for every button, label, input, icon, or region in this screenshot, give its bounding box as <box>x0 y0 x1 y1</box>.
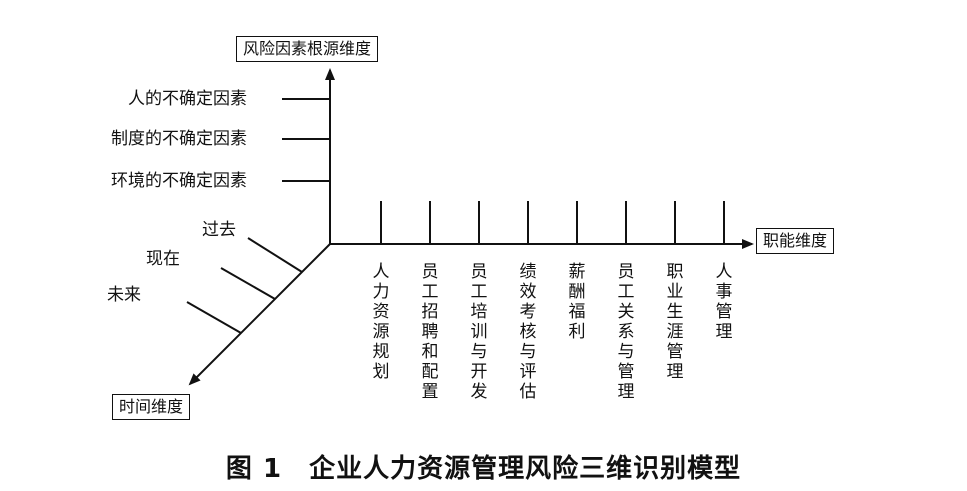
time-axis-label: 时间维度 <box>112 394 191 420</box>
time-tick-1 <box>247 237 303 273</box>
risk-root-axis-label: 风险因素根源维度 <box>236 36 379 62</box>
function-label-8: 人事管理 <box>715 262 733 342</box>
time-point-1: 过去 <box>202 220 236 240</box>
risk-factor-1: 人的不确定因素 <box>128 89 247 109</box>
time-axis <box>188 243 331 386</box>
time-point-2: 现在 <box>146 249 180 269</box>
function-label-6: 员工关系与管理 <box>617 262 635 402</box>
risk-factor-3: 环境的不确定因素 <box>111 171 247 191</box>
time-tick-3 <box>186 301 242 334</box>
function-label-1: 人力资源规划 <box>372 262 390 382</box>
figure-caption: 图 1 企业人力资源管理风险三维识别模型 <box>225 454 742 484</box>
function-label-2: 员工招聘和配置 <box>421 262 439 402</box>
time-point-3: 未来 <box>107 285 141 305</box>
risk-factor-2: 制度的不确定因素 <box>111 129 247 149</box>
function-label-3: 员工培训与开发 <box>470 262 488 402</box>
time-tick-2 <box>220 267 276 300</box>
function-label-7: 职业生涯管理 <box>666 262 684 382</box>
function-label-5: 薪酬福利 <box>568 262 586 342</box>
function-label-4: 绩效考核与评估 <box>519 262 537 402</box>
function-axis-label: 职能维度 <box>756 228 835 254</box>
